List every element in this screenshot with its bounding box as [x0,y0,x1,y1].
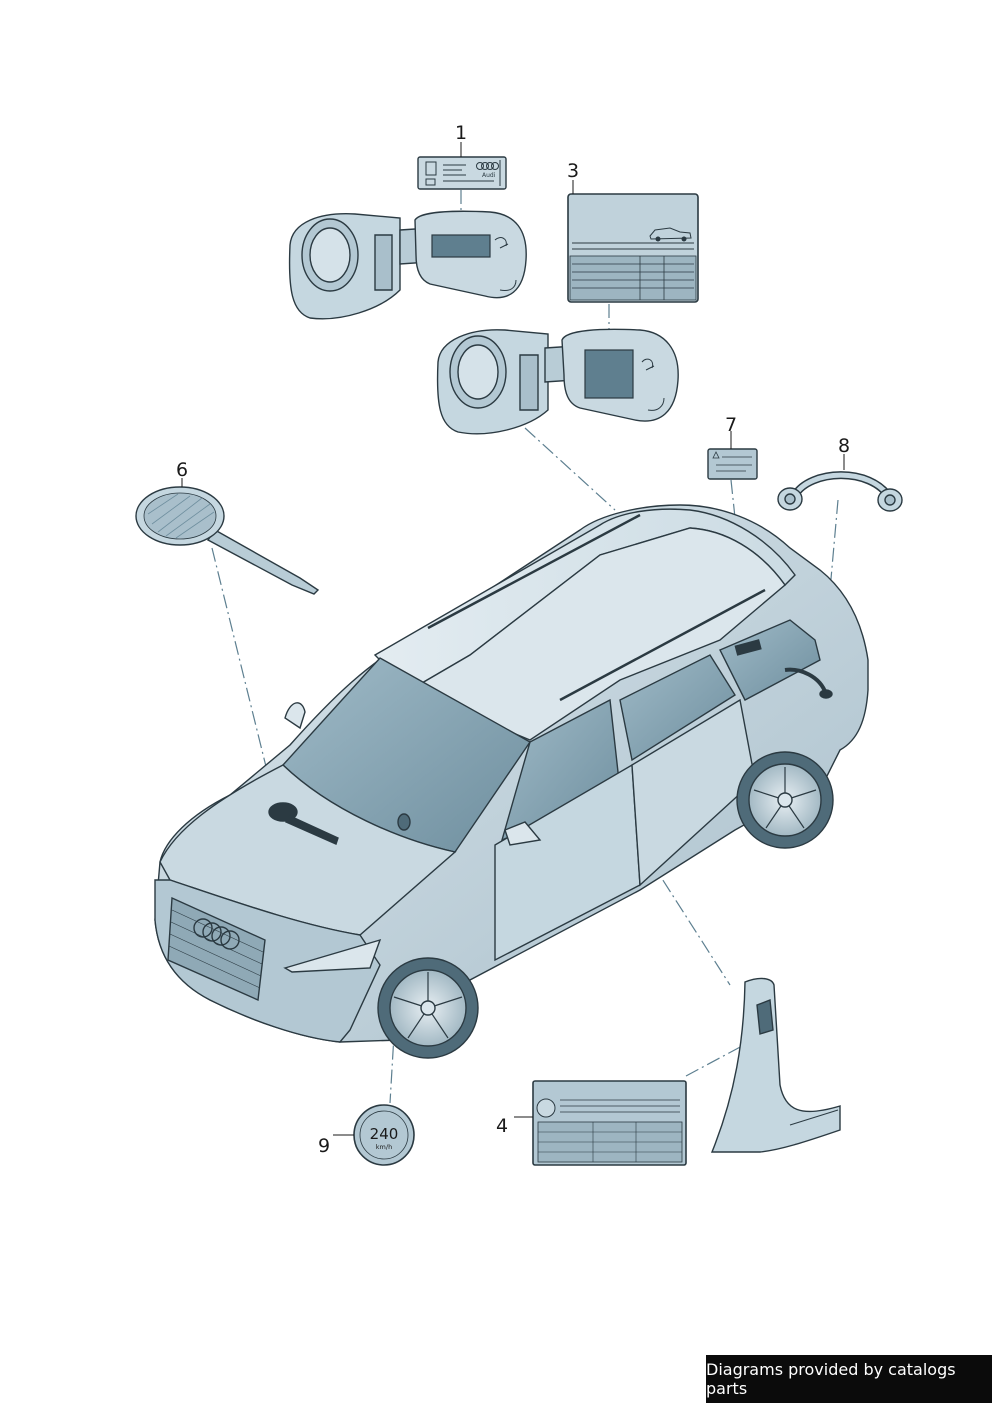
fuel-flap-lower [436,328,679,435]
part-1-fuel-label: Audi [417,156,507,190]
callout-6: 6 [176,459,189,481]
callout-1: 1 [455,122,468,144]
callout-3: 3 [567,160,580,182]
part-4-tire-pressure-label [532,1080,687,1166]
part-3-info-label [567,193,699,303]
part-9-speed-sticker: 240 km/h [353,1104,415,1166]
callout-4: 4 [496,1115,509,1137]
part-6-hood-seal [135,486,320,595]
callout-ticks [181,142,845,1136]
credit-banner: Diagrams provided by catalogs parts [706,1355,992,1403]
b-pillar-detail [710,977,841,1153]
part-8-drain-hose [777,471,903,512]
part-7-warning-label [707,448,758,480]
callout-8: 8 [838,435,851,457]
speed-unit: km/h [376,1143,392,1151]
vehicle-body [154,504,869,1059]
fuel-flap-upper [288,210,527,320]
audi-wordmark: Audi [482,172,496,179]
speed-value: 240 [370,1125,399,1143]
callout-9: 9 [318,1135,331,1157]
callout-7: 7 [725,414,738,436]
